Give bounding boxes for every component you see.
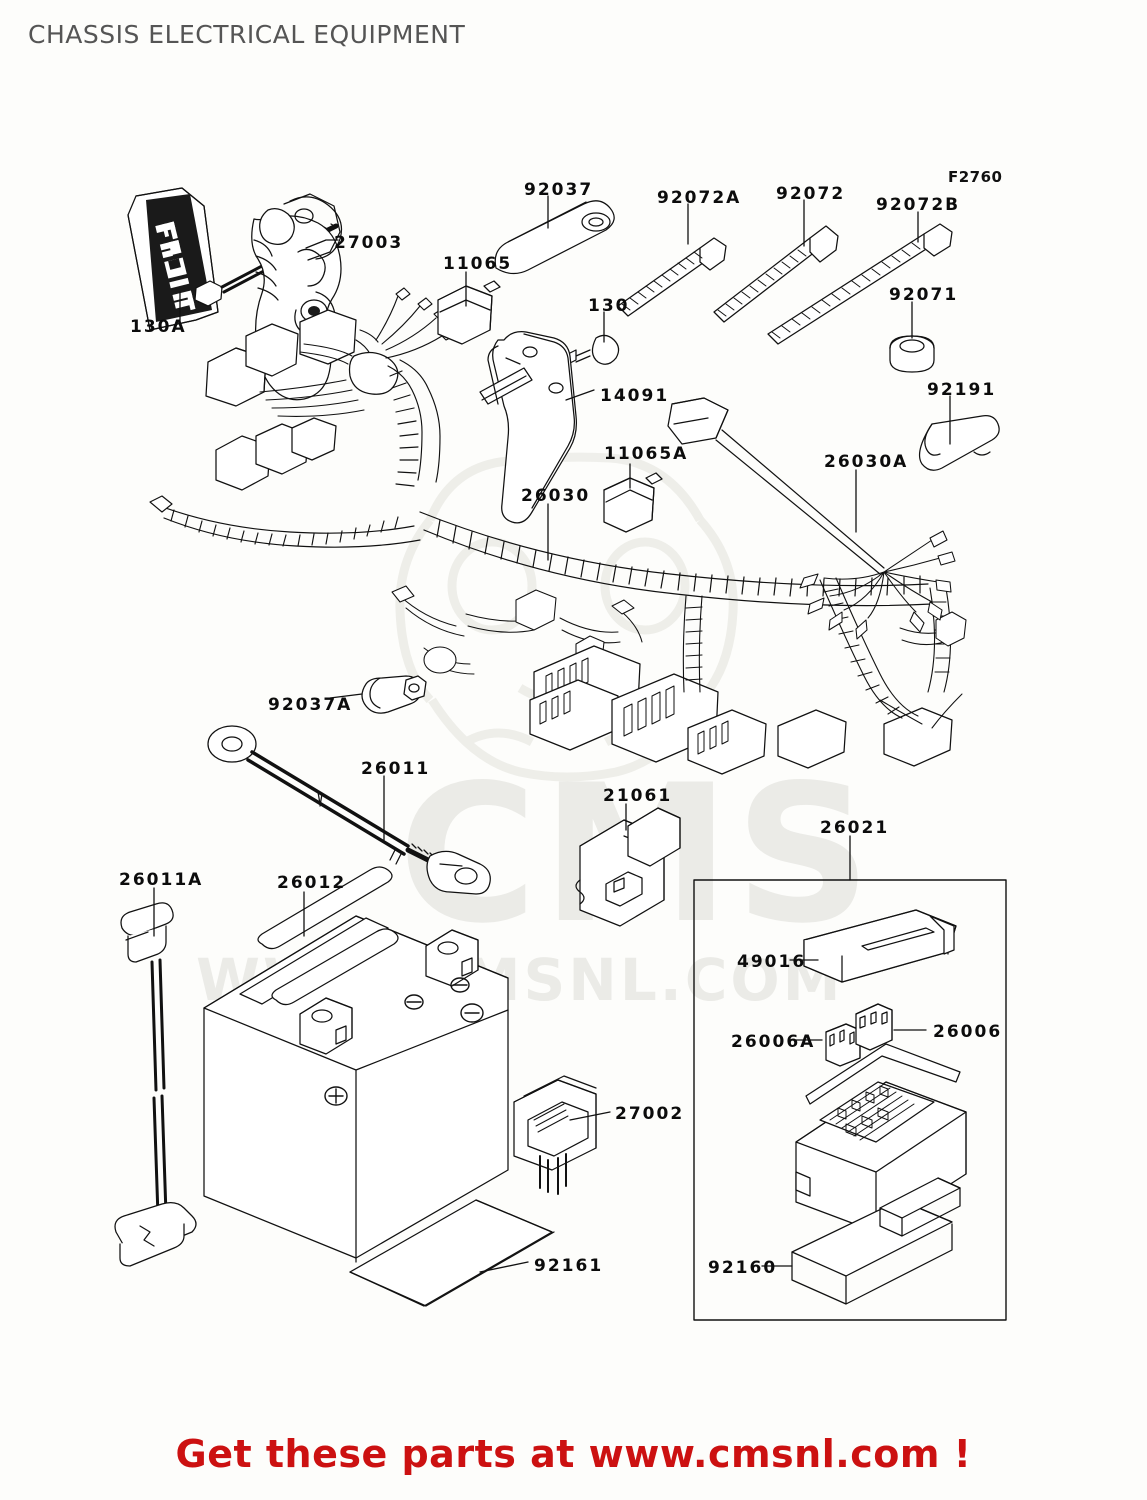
callout-26011a: 26011A	[119, 870, 204, 890]
damper-92160	[791, 1199, 953, 1305]
callout-92161: 92161	[534, 1256, 604, 1276]
callout-11065: 11065	[443, 254, 513, 274]
callout-27003: 27003	[334, 233, 404, 253]
callout-26030: 26030	[521, 486, 591, 506]
starter-relay-21061	[575, 807, 681, 927]
cover-14091	[479, 331, 577, 524]
cover-49016	[803, 909, 957, 983]
sub-harness-26030a	[667, 397, 956, 640]
battery-26012	[203, 866, 509, 1263]
page-title: CHASSIS ELECTRICAL EQUIPMENT	[28, 20, 466, 49]
callout-92191: 92191	[927, 380, 997, 400]
callout-92160: 92160	[708, 1258, 778, 1278]
bolt-130	[563, 334, 620, 367]
callout-26011: 26011	[361, 759, 431, 779]
callout-130a: 130A	[130, 317, 187, 337]
damper-upper	[879, 1177, 961, 1237]
battery-lead-negative-26011a	[114, 902, 197, 1267]
clamp-92037a	[361, 675, 427, 714]
cable-tie-92072	[713, 225, 839, 323]
fuse-26006	[855, 1003, 893, 1051]
callout-11065a: 11065A	[604, 444, 689, 464]
callout-92072b: 92072B	[876, 195, 961, 215]
callout-27002: 27002	[615, 1104, 685, 1124]
junction-box-inset-26021	[693, 879, 1007, 1321]
battery-lead-positive-26011	[207, 725, 491, 895]
callout-21061: 21061	[603, 786, 673, 806]
main-wiring-harness-26030	[149, 287, 967, 775]
callout-26030a: 26030A	[824, 452, 909, 472]
callout-92037a: 92037A	[268, 695, 353, 715]
fuse-26006a	[825, 1023, 861, 1067]
footer-promo-text: Get these parts at www.cmsnl.com !	[175, 1432, 972, 1476]
clamp-92037	[494, 200, 615, 275]
callout-92037: 92037	[524, 180, 594, 200]
callout-26021: 26021	[820, 818, 890, 838]
tube-92191	[919, 415, 1000, 471]
cap-11065a	[603, 472, 663, 533]
cable-tie-92072b	[767, 223, 953, 345]
callout-14091: 14091	[600, 386, 670, 406]
callout-26006: 26006	[933, 1022, 1003, 1042]
callout-92071: 92071	[889, 285, 959, 305]
diagram-reference-code: F2760	[948, 168, 1003, 186]
leader-lines	[153, 195, 951, 1273]
damper-mat-92161	[349, 1199, 555, 1307]
callout-26006a: 26006A	[731, 1032, 816, 1052]
relay-27002	[513, 1075, 597, 1195]
cable-tie-92072a	[617, 237, 727, 317]
cap-11065	[437, 280, 501, 345]
grommet-92071	[889, 335, 935, 373]
callout-49016: 49016	[737, 952, 807, 972]
callout-26012: 26012	[277, 873, 347, 893]
callout-130: 130	[588, 296, 630, 316]
callout-92072: 92072	[776, 184, 846, 204]
callout-92072a: 92072A	[657, 188, 742, 208]
fuse-box-body	[795, 1043, 967, 1233]
front-arrow-marker	[127, 187, 219, 331]
